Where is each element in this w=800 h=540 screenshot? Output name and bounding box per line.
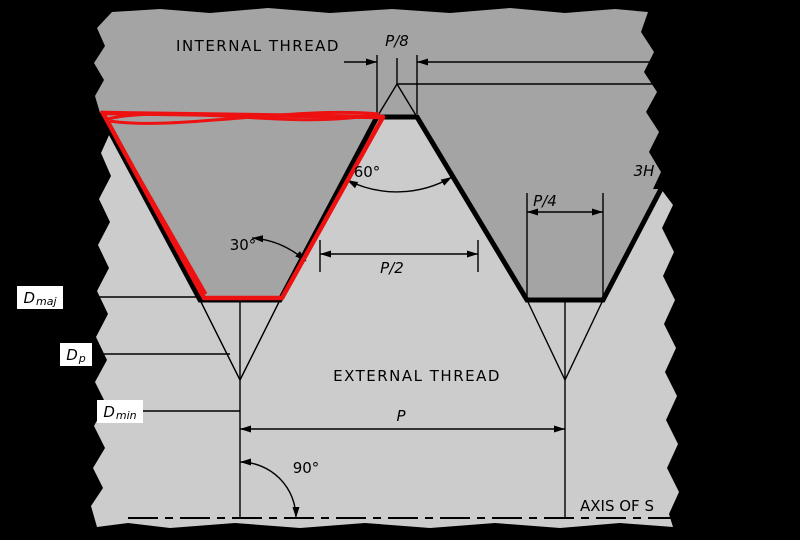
three-h-label: 3H (634, 162, 655, 180)
p8-label: P/8 (385, 32, 409, 50)
dp-subscript: p (78, 352, 86, 365)
angle-60-arrow-left (347, 180, 359, 189)
angle-30-label: 30° (230, 236, 257, 254)
dimension-p2 (319, 240, 479, 272)
angle-60-arrow-right (440, 177, 452, 186)
angle-30-arrow-left (252, 235, 263, 243)
dmin-subscript: min (115, 409, 137, 422)
dmaj-subscript: maj (36, 295, 57, 308)
p2-label: P/2 (380, 259, 404, 277)
internal-thread-label: INTERNAL THREAD (176, 37, 340, 55)
highlight-scribble-top (106, 110, 380, 125)
external-thread-label: EXTERNAL THREAD (333, 367, 501, 385)
p-arrow-right (554, 425, 565, 433)
dimension-p8 (344, 55, 428, 114)
angle-60-label: 60° (354, 163, 381, 181)
highlight-scribble-flank (99, 110, 208, 295)
pitch-label: P (396, 407, 406, 425)
construction-lines (63, 58, 722, 518)
angle-90 (239, 458, 300, 519)
p2-arrow-right (467, 250, 478, 258)
angle-60-arc (346, 176, 453, 193)
dimension-p4 (526, 193, 604, 296)
p4-arrow-left (527, 208, 538, 216)
internal-thread-region (94, 8, 661, 300)
angle-60 (346, 176, 453, 193)
dmaj-symbol: D (23, 288, 36, 307)
p2-arrow-left (320, 250, 331, 258)
p8-arrow-right (417, 58, 428, 66)
angle-90-label: 90° (293, 459, 320, 477)
dmin-symbol: D (103, 402, 115, 421)
p4-arrow-right (592, 208, 603, 216)
fundamental-triangle-highlight (99, 110, 386, 301)
p-arrow-left (240, 425, 251, 433)
axis-of-screw-label: AXIS OF S (580, 497, 654, 515)
angle-90-arrow-bottom (292, 507, 300, 518)
dimension-p (240, 425, 565, 433)
angle-90-arrow-top (240, 458, 251, 466)
p4-label: P/4 (533, 192, 557, 210)
p8-arrow-left (366, 58, 377, 66)
dp-symbol: D (66, 345, 78, 364)
external-thread-region (91, 113, 679, 528)
